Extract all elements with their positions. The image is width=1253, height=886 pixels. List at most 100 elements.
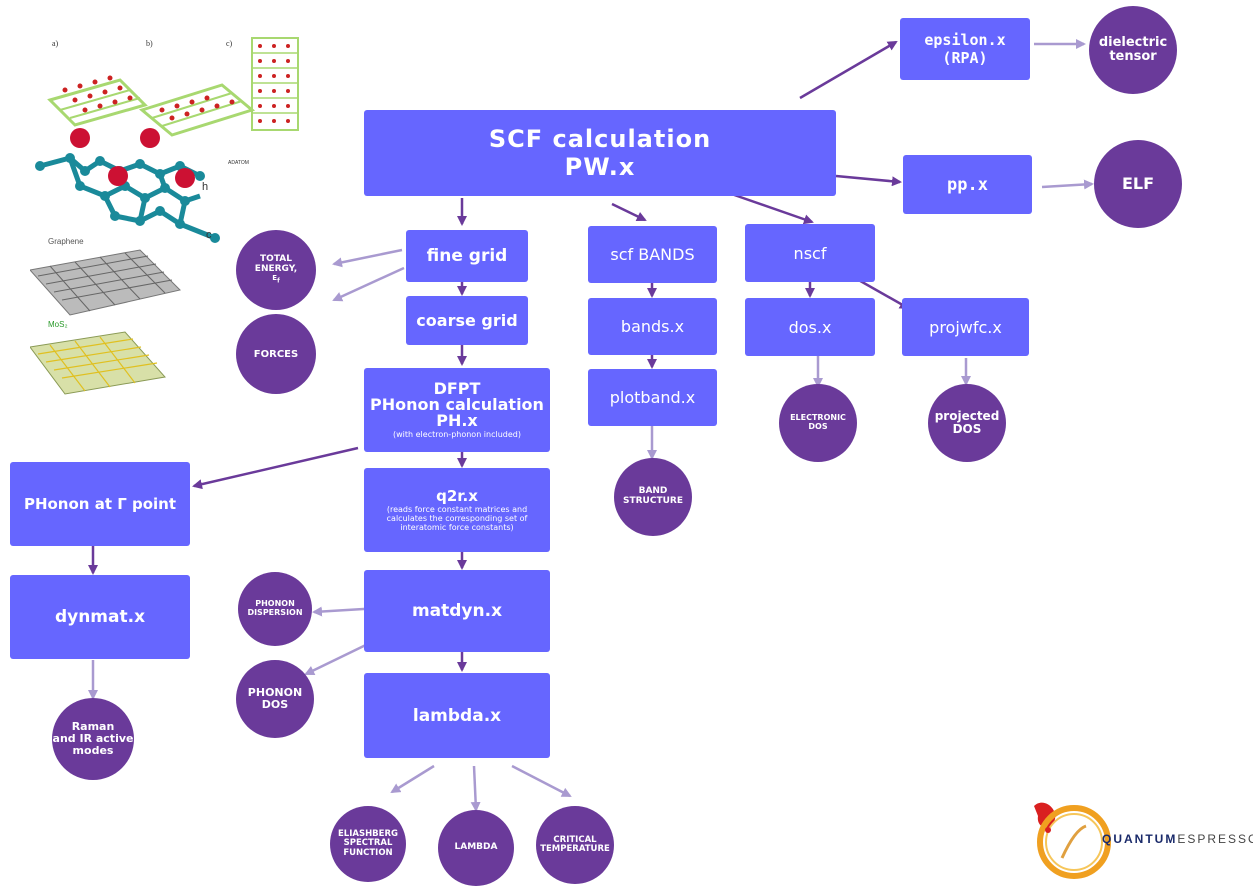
- dielectric-tensor-circle: dielectric tensor: [1089, 6, 1177, 94]
- dynmat-box: dynmat.x: [10, 575, 190, 659]
- panel-label-b: b): [146, 39, 153, 48]
- c-label: c: [206, 229, 212, 241]
- phonon-dos-circle: PHONON DOS: [236, 660, 314, 738]
- fine-grid-label: fine grid: [426, 246, 508, 266]
- phonon-dos-line2: DOS: [261, 698, 289, 711]
- scf-bands-label: scf BANDS: [610, 245, 695, 264]
- total-energy-circle: TOTAL ENERGY, Ef: [236, 230, 316, 310]
- nscf-label: nscf: [793, 243, 827, 263]
- projwfc-box: projwfc.x: [902, 298, 1029, 356]
- electronic-dos-line2: DOS: [808, 422, 828, 431]
- quantum-espresso-logo: QUANTUMESPRESSO: [1024, 788, 1253, 884]
- eliashberg-line2: SPECTRAL: [343, 838, 393, 849]
- q2r-desc2: calculates the corresponding set of: [386, 513, 528, 523]
- adatom-label: ADATOM: [228, 160, 249, 166]
- dfpt-line3: PH.x: [436, 411, 478, 430]
- raman-line3: modes: [72, 744, 114, 758]
- bands-x-label: bands.x: [620, 317, 685, 336]
- fine-grid-box: fine grid: [406, 230, 528, 282]
- dfpt-box: DFPT PHonon calculation PH.x (with elect…: [364, 368, 550, 452]
- arrow-finegrid-totalenergy: [332, 248, 403, 268]
- total-energy-line2: ENERGY,: [254, 264, 298, 274]
- dfpt-line2: PHonon calculation: [370, 395, 544, 414]
- bands-x-box: bands.x: [588, 298, 717, 355]
- band-structure-line1: BAND: [638, 486, 668, 497]
- eliashberg-circle: ELIASHBERG SPECTRAL FUNCTION: [330, 806, 406, 882]
- scf-program: PW.x: [564, 153, 636, 181]
- matdyn-label: matdyn.x: [411, 601, 503, 621]
- arrow-scf-pp: [835, 174, 902, 187]
- coarse-grid-box: coarse grid: [406, 296, 528, 345]
- q2r-desc1: (reads force constant matrices and: [386, 505, 528, 515]
- forces-label: FORCES: [253, 348, 299, 360]
- arrow-dfpt-phonongamma: [192, 446, 359, 490]
- graphene-sheet: [30, 249, 181, 316]
- lambda-label: LAMBDA: [454, 842, 498, 853]
- epsilon-line1: epsilon.x: [924, 31, 1006, 49]
- coarse-grid-label: coarse grid: [416, 311, 518, 330]
- lattice-a: [47, 75, 148, 127]
- arrow-lambda-lambda: [470, 765, 481, 812]
- projected-dos-line2: DOS: [952, 422, 982, 436]
- logo-swirl-icon: [1034, 802, 1111, 879]
- scf-title: SCF calculation: [488, 125, 712, 153]
- raman-ir-circle: Raman and IR active modes: [52, 698, 134, 780]
- arrow-lambda-eliashberg: [390, 764, 435, 794]
- elf-label: ELF: [1121, 174, 1155, 194]
- q2r-title: q2r.x: [436, 486, 478, 505]
- critical-line2: TEMPERATURE: [540, 844, 610, 854]
- arrow-matdyn-phonondos: [304, 640, 373, 676]
- band-structure-line2: STRUCTURE: [623, 496, 683, 506]
- q2r-box: q2r.x (reads force constant matrices and…: [364, 468, 550, 552]
- phonon-dos-line1: PHONON: [247, 685, 303, 699]
- pp-label: pp.x: [947, 174, 988, 195]
- dielectric-line2: tensor: [1109, 49, 1157, 64]
- eliashberg-line3: FUNCTION: [343, 847, 393, 858]
- dos-x-label: dos.x: [788, 317, 832, 337]
- arrow-finegrid-forces: [332, 266, 405, 302]
- raman-line1: Raman: [71, 719, 115, 733]
- matdyn-box: matdyn.x: [364, 570, 550, 652]
- lambda-x-label: lambda.x: [412, 705, 502, 726]
- mos2-sheet: [30, 331, 166, 395]
- structure-illustrations: a) b) c): [30, 37, 299, 395]
- phonon-dispersion-circle: PHONON DISPERSION: [238, 572, 312, 646]
- total-energy-line3: Ef: [272, 273, 280, 285]
- forces-circle: FORCES: [236, 314, 316, 394]
- pp-box: pp.x: [903, 155, 1032, 214]
- scf-calculation-box: SCF calculation PW.x: [364, 110, 836, 196]
- phonon-dispersion-line2: DISPERSION: [247, 608, 303, 617]
- elf-circle: ELF: [1094, 140, 1182, 228]
- lattice-c: [251, 37, 299, 131]
- phonon-dispersion-line1: PHONON: [255, 599, 295, 609]
- phonon-gamma-box: PHonon at Γ point: [10, 462, 190, 546]
- epsilon-box: epsilon.x (RPA): [900, 18, 1030, 80]
- lambda-circle: LAMBDA: [438, 810, 514, 886]
- lattice-b: [138, 83, 256, 137]
- scf-bands-box: scf BANDS: [588, 226, 717, 283]
- eliashberg-line1: ELIASHBERG: [337, 828, 398, 839]
- dielectric-line1: dielectric: [1098, 34, 1168, 50]
- projected-dos-line1: projected: [934, 408, 1000, 423]
- panel-label-c: c): [226, 39, 233, 48]
- critical-line1: CRITICAL: [553, 834, 597, 845]
- q2r-desc3: interatomic force constants): [400, 522, 514, 532]
- h-label: h: [202, 181, 208, 193]
- electronic-dos-line1: ELECTRONIC: [790, 413, 846, 423]
- logo-text-espresso: ESPRESSO: [1177, 832, 1253, 846]
- nscf-box: nscf: [745, 224, 875, 282]
- graphene-label: Graphene: [48, 237, 84, 246]
- plotband-label: plotband.x: [609, 388, 696, 407]
- lambda-x-box: lambda.x: [364, 673, 550, 758]
- mos2-label: MoS₂: [48, 320, 68, 329]
- dfpt-line1: DFPT: [433, 379, 481, 398]
- plotband-box: plotband.x: [588, 369, 717, 426]
- projected-dos-circle: projected DOS: [928, 384, 1006, 462]
- panel-label-a: a): [52, 39, 59, 48]
- adatom-graphene: ADATOM h c: [35, 128, 249, 243]
- dfpt-line4: (with electron-phonon included): [392, 430, 521, 439]
- critical-temperature-circle: CRITICAL TEMPERATURE: [536, 806, 614, 884]
- dos-x-box: dos.x: [745, 298, 875, 356]
- band-structure-circle: BAND STRUCTURE: [614, 458, 692, 536]
